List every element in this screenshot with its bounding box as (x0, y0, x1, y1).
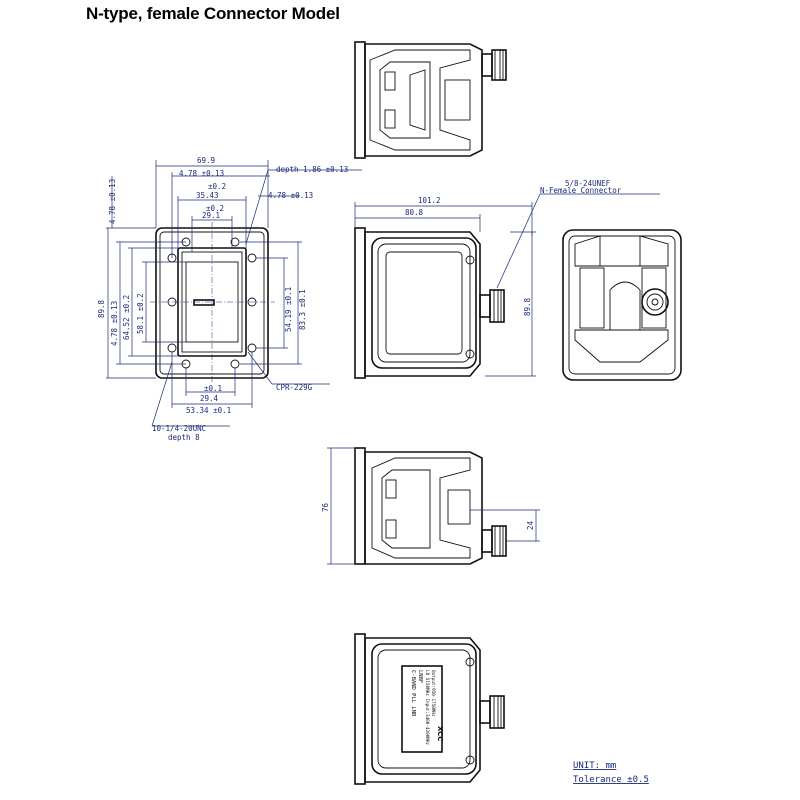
flange-type-label: CPR-229G (276, 383, 313, 392)
dim-bottom-inner: 29.4 (200, 394, 219, 403)
dim-opening-depth: depth 1.86 ±0.13 (276, 165, 348, 174)
connector-thread-label: 5/8-24UNEF (565, 179, 611, 188)
dim-length-body: 80.8 (405, 208, 424, 217)
page-title: N-type, female Connector Model (86, 4, 340, 23)
dim-overall-width: 69.9 (197, 156, 215, 165)
thread-depth-label: depth 8 (168, 433, 200, 442)
label-line-3: LO 5150MHz Input:3400-4200MHz (424, 670, 430, 745)
dim-length-total: 101.2 (418, 196, 441, 205)
label-line-2: LNBF (417, 670, 423, 683)
dim-bottom-height: 76 (321, 502, 330, 512)
dim-height-64-52: 64.52 ±0.2 (122, 295, 131, 340)
dim-left-edge-vertical: 4.78 ±0.13 (108, 179, 117, 224)
dim-overall-height: 89.8 (97, 299, 106, 318)
dim-bottom-outer: 53.34 ±0.1 (186, 406, 231, 415)
label-brand-logo: XCC (436, 726, 444, 741)
side-view (354, 193, 660, 379)
front-view (106, 160, 362, 427)
dim-height-54-19: 54.19 ±0.1 (284, 287, 293, 332)
label-line-1: C-BAND PLL LNB (410, 670, 416, 717)
dim-slot-width: 29.1 (202, 211, 220, 220)
dim-height-4-78: 4.78 ±0.13 (110, 301, 119, 346)
thread-label: 10-1/4-20UNC (152, 424, 206, 433)
dim-tol-01: ±0.1 (204, 384, 222, 393)
dim-opening-width: 35.43 (196, 191, 219, 200)
dim-right-edge: 4.78 ±0.13 (268, 191, 313, 200)
dim-tol-02-a: ±0.2 (208, 182, 226, 191)
connector-type-label: N-Female Connector (540, 186, 622, 195)
unit-note: UNIT: mm (573, 761, 616, 771)
dim-connector-offset: 24 (526, 520, 535, 530)
label-plate-view (354, 633, 505, 785)
dim-tol-02-b: ±0.2 (206, 204, 224, 213)
rear-view (562, 229, 682, 381)
label-line-4: Output:950-1750MHz (430, 670, 436, 717)
dim-height-58-1: 58.1 ±0.2 (136, 293, 145, 334)
dim-height-83-3: 83.3 ±0.1 (298, 289, 307, 330)
bottom-view (327, 447, 540, 565)
top-view (354, 41, 507, 159)
tolerance-note: Tolerance ±0.5 (573, 775, 649, 785)
dim-side-height: 89.8 (523, 297, 532, 316)
dim-flange-edge: 4.78 ±0.13 (179, 169, 224, 178)
